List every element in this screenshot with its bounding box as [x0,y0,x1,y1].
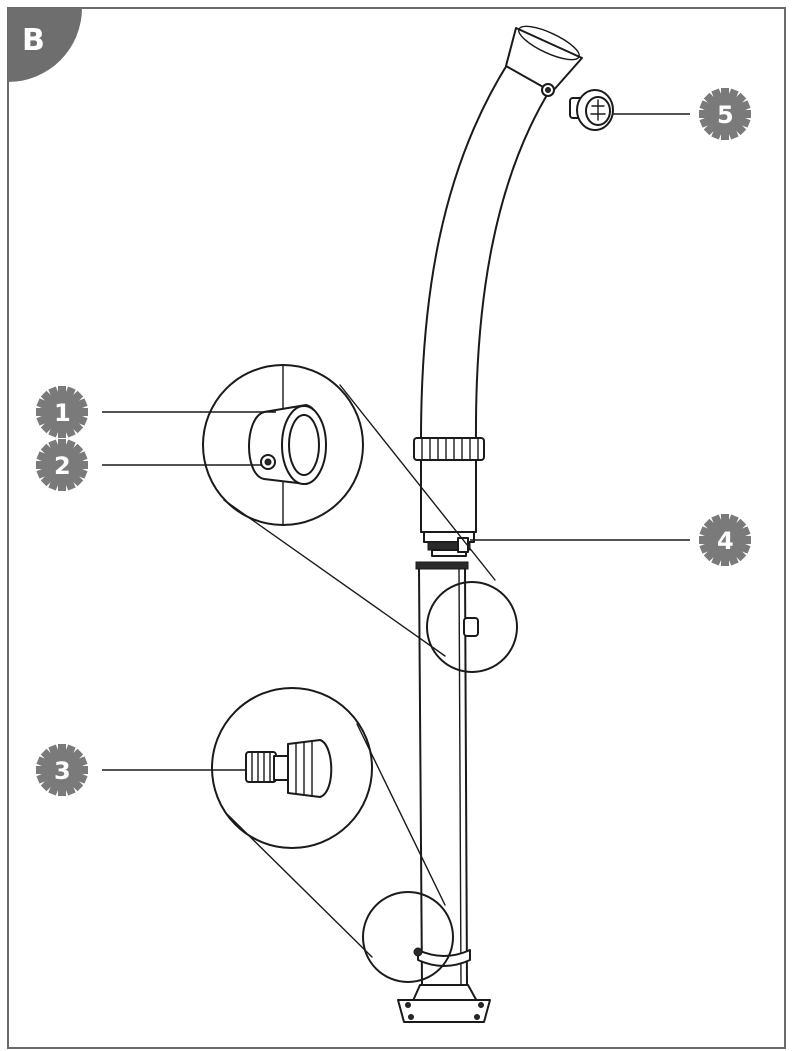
lower-pipe [413,561,471,986]
figure-frame [7,7,786,1049]
base-plate [397,984,491,1023]
callout-label-2: 2 [54,452,71,480]
detail-circle-collar [202,364,518,673]
callout-badge-2: 2 [36,439,88,491]
callout-label-5: 5 [717,101,734,129]
upper-pipe-sleeve [420,459,477,533]
callout-label-3: 3 [54,757,71,785]
callout-badge-3: 3 [36,744,88,796]
callout-badge-5: 5 [699,88,751,140]
valve-assembly [423,531,475,557]
section-tab: B [8,8,82,82]
curved-shower-pipe [420,25,583,441]
callout-label-1: 1 [54,399,71,427]
union-nut [413,437,485,461]
rosette-nozzle [569,89,614,131]
callout-label-4: 4 [717,527,734,555]
section-label: B [22,23,45,58]
detail-circle-hose-connector [211,687,454,983]
callout-badge-4: 4 [699,514,751,566]
callout-badge-1: 1 [36,386,88,438]
